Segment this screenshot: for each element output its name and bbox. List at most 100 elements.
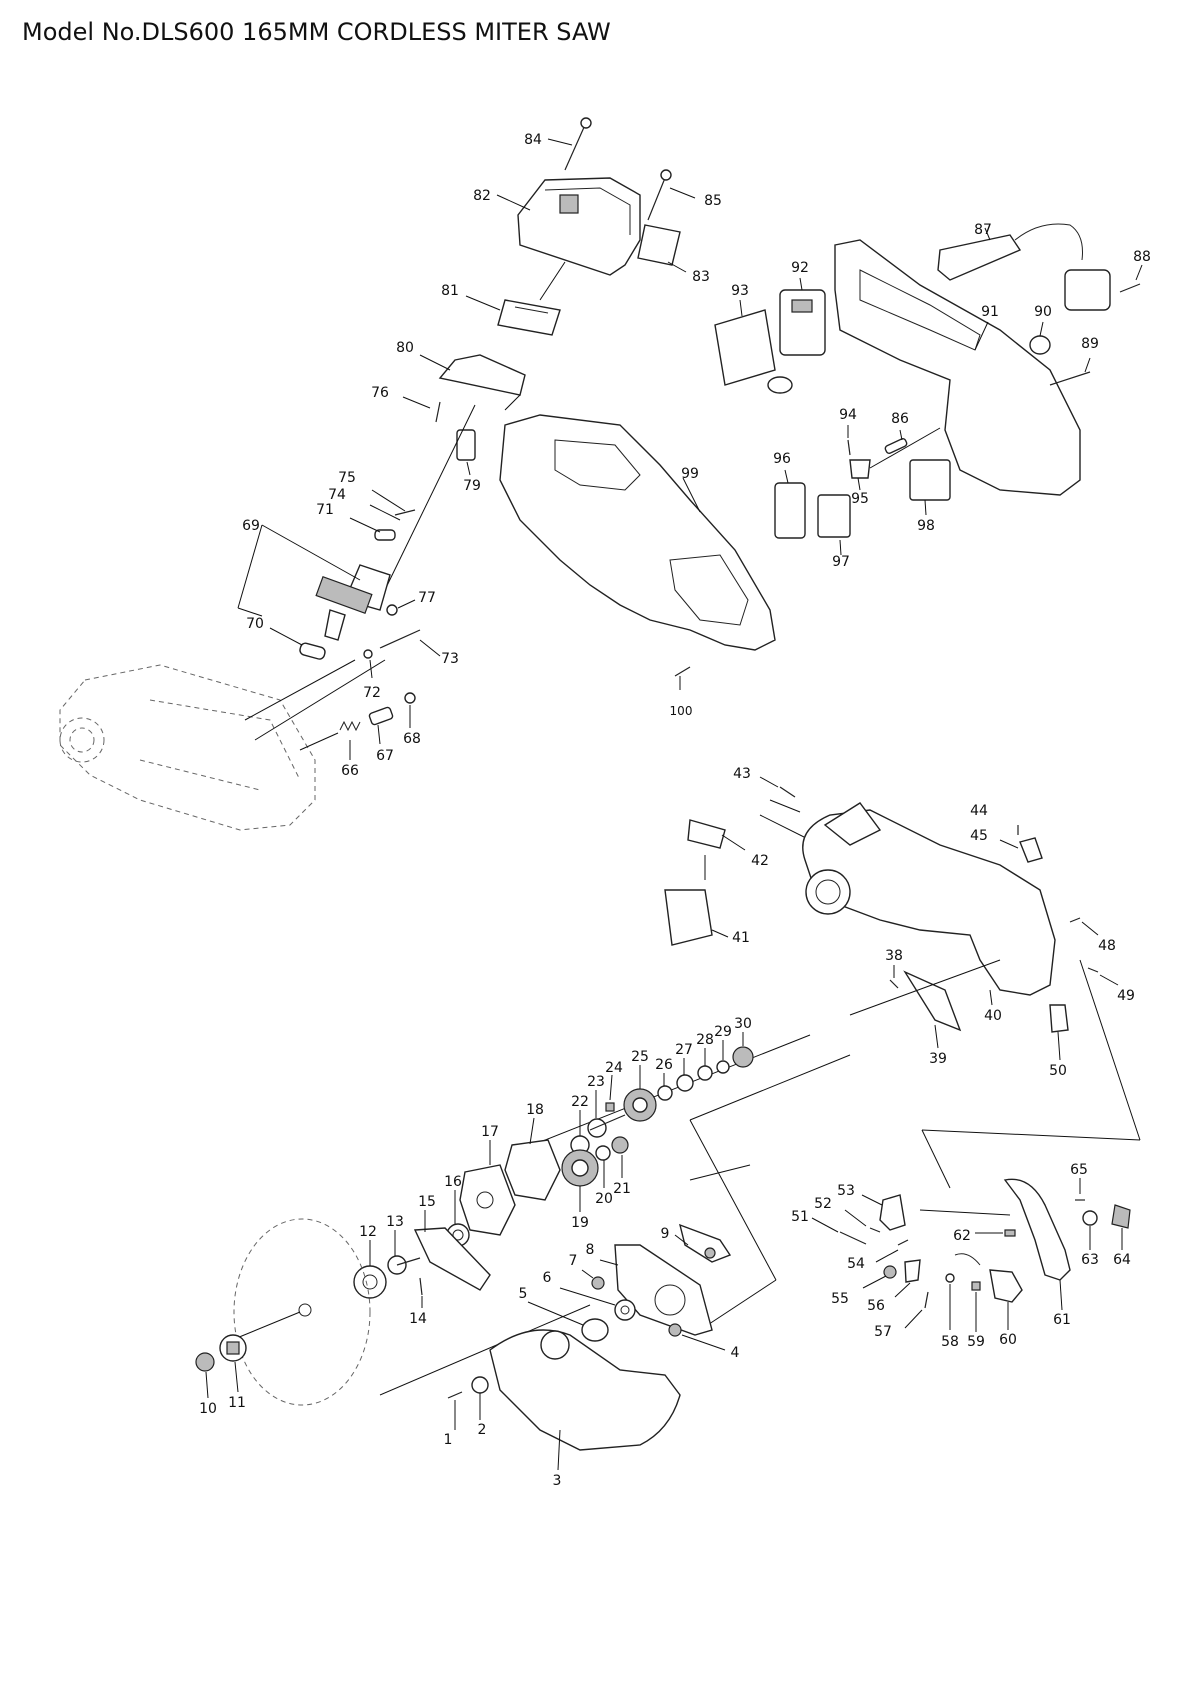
part-label-27: 27 [675,1042,693,1058]
part-label-30: 30 [734,1016,752,1032]
part-label-15: 15 [418,1194,436,1210]
part-label-49: 49 [1117,988,1135,1004]
part-label-62: 62 [953,1228,971,1244]
part-label-2: 2 [478,1422,487,1438]
part-label-5: 5 [519,1286,528,1302]
part-label-67: 67 [376,748,394,764]
part-label-26: 26 [655,1057,673,1073]
part-label-48: 48 [1098,938,1116,954]
part-label-61: 61 [1053,1312,1071,1328]
part-label-1: 1 [444,1432,453,1448]
part-label-58: 58 [941,1334,959,1350]
part-label-50: 50 [1049,1063,1067,1079]
part-label-87: 87 [974,222,992,238]
motor-group [237,404,476,679]
part-label-3: 3 [553,1473,562,1489]
part-label-79: 79 [463,478,481,494]
part-label-71: 71 [316,502,334,518]
part-label-24: 24 [605,1060,623,1076]
part-label-94: 94 [839,407,857,423]
part-label-93: 93 [731,283,749,299]
part-label-77: 77 [418,590,436,606]
part-label-96: 96 [773,451,791,467]
part-label-21: 21 [613,1181,631,1197]
part-label-7: 7 [569,1253,578,1269]
part-label-88: 88 [1133,249,1151,265]
part-label-83: 83 [692,269,710,285]
part-label-16: 16 [444,1174,462,1190]
part-label-53: 53 [837,1183,855,1199]
part-label-74: 74 [328,487,346,503]
part-label-8: 8 [586,1242,595,1258]
part-labels: 1 2 3 4 5 6 7 8 9 10 11 12 13 14 15 16 1… [199,132,1151,1489]
part-label-86: 86 [891,411,909,427]
part-label-41: 41 [732,930,750,946]
part-label-9: 9 [661,1226,670,1242]
part-label-45: 45 [970,828,988,844]
part-label-99: 99 [681,466,699,482]
part-label-92: 92 [791,260,809,276]
part-label-55: 55 [831,1291,849,1307]
part-label-56: 56 [867,1298,885,1314]
motor-housing-dashed [59,659,416,831]
part-label-40: 40 [984,1008,1002,1024]
part-label-51: 51 [791,1209,809,1225]
part-label-65: 65 [1070,1162,1088,1178]
part-label-38: 38 [885,948,903,964]
part-label-23: 23 [587,1074,605,1090]
part-label-68: 68 [403,731,421,747]
part-label-82: 82 [473,188,491,204]
part-label-98: 98 [917,518,935,534]
part-label-6: 6 [543,1270,552,1286]
part-label-89: 89 [1081,336,1099,352]
part-label-42: 42 [751,853,769,869]
part-label-81: 81 [441,283,459,299]
part-label-90: 90 [1034,304,1052,320]
part-label-44: 44 [970,803,988,819]
part-label-29: 29 [714,1024,732,1040]
part-label-14: 14 [409,1311,427,1327]
part-label-28: 28 [696,1032,714,1048]
part-label-43: 43 [733,766,751,782]
part-label-17: 17 [481,1124,499,1140]
saw-arm-group [664,776,1119,1061]
part-label-69: 69 [242,518,260,534]
part-label-76: 76 [371,385,389,401]
blade-guard-group [447,1054,851,1471]
part-label-11: 11 [228,1395,246,1411]
part-label-63: 63 [1081,1252,1099,1268]
part-label-72: 72 [363,685,381,701]
part-label-64: 64 [1113,1252,1131,1268]
switch-group [714,223,1143,556]
part-label-25: 25 [631,1049,649,1065]
part-label-73: 73 [441,651,459,667]
part-label-57: 57 [874,1324,892,1340]
part-label-85: 85 [704,193,722,209]
part-label-100: 100 [670,704,693,718]
battery-housing-group [402,117,696,476]
part-label-75: 75 [338,470,356,486]
part-label-12: 12 [359,1224,377,1240]
part-label-4: 4 [731,1345,740,1361]
part-label-91: 91 [981,304,999,320]
gear-shaft-group [195,959,1001,1406]
lock-group [811,959,1141,1332]
part-label-10: 10 [199,1401,217,1417]
part-label-66: 66 [341,763,359,779]
part-label-84: 84 [524,132,542,148]
part-label-13: 13 [386,1214,404,1230]
part-label-95: 95 [851,491,869,507]
part-label-20: 20 [595,1191,613,1207]
part-label-22: 22 [571,1094,589,1110]
part-label-60: 60 [999,1332,1017,1348]
page-title: Model No.DLS600 165MM CORDLESS MITER SAW [22,18,611,46]
part-label-19: 19 [571,1215,589,1231]
handle-group [499,414,776,690]
part-label-59: 59 [967,1334,985,1350]
part-label-18: 18 [526,1102,544,1118]
part-label-39: 39 [929,1051,947,1067]
part-label-70: 70 [246,616,264,632]
part-label-54: 54 [847,1256,865,1272]
part-label-80: 80 [396,340,414,356]
